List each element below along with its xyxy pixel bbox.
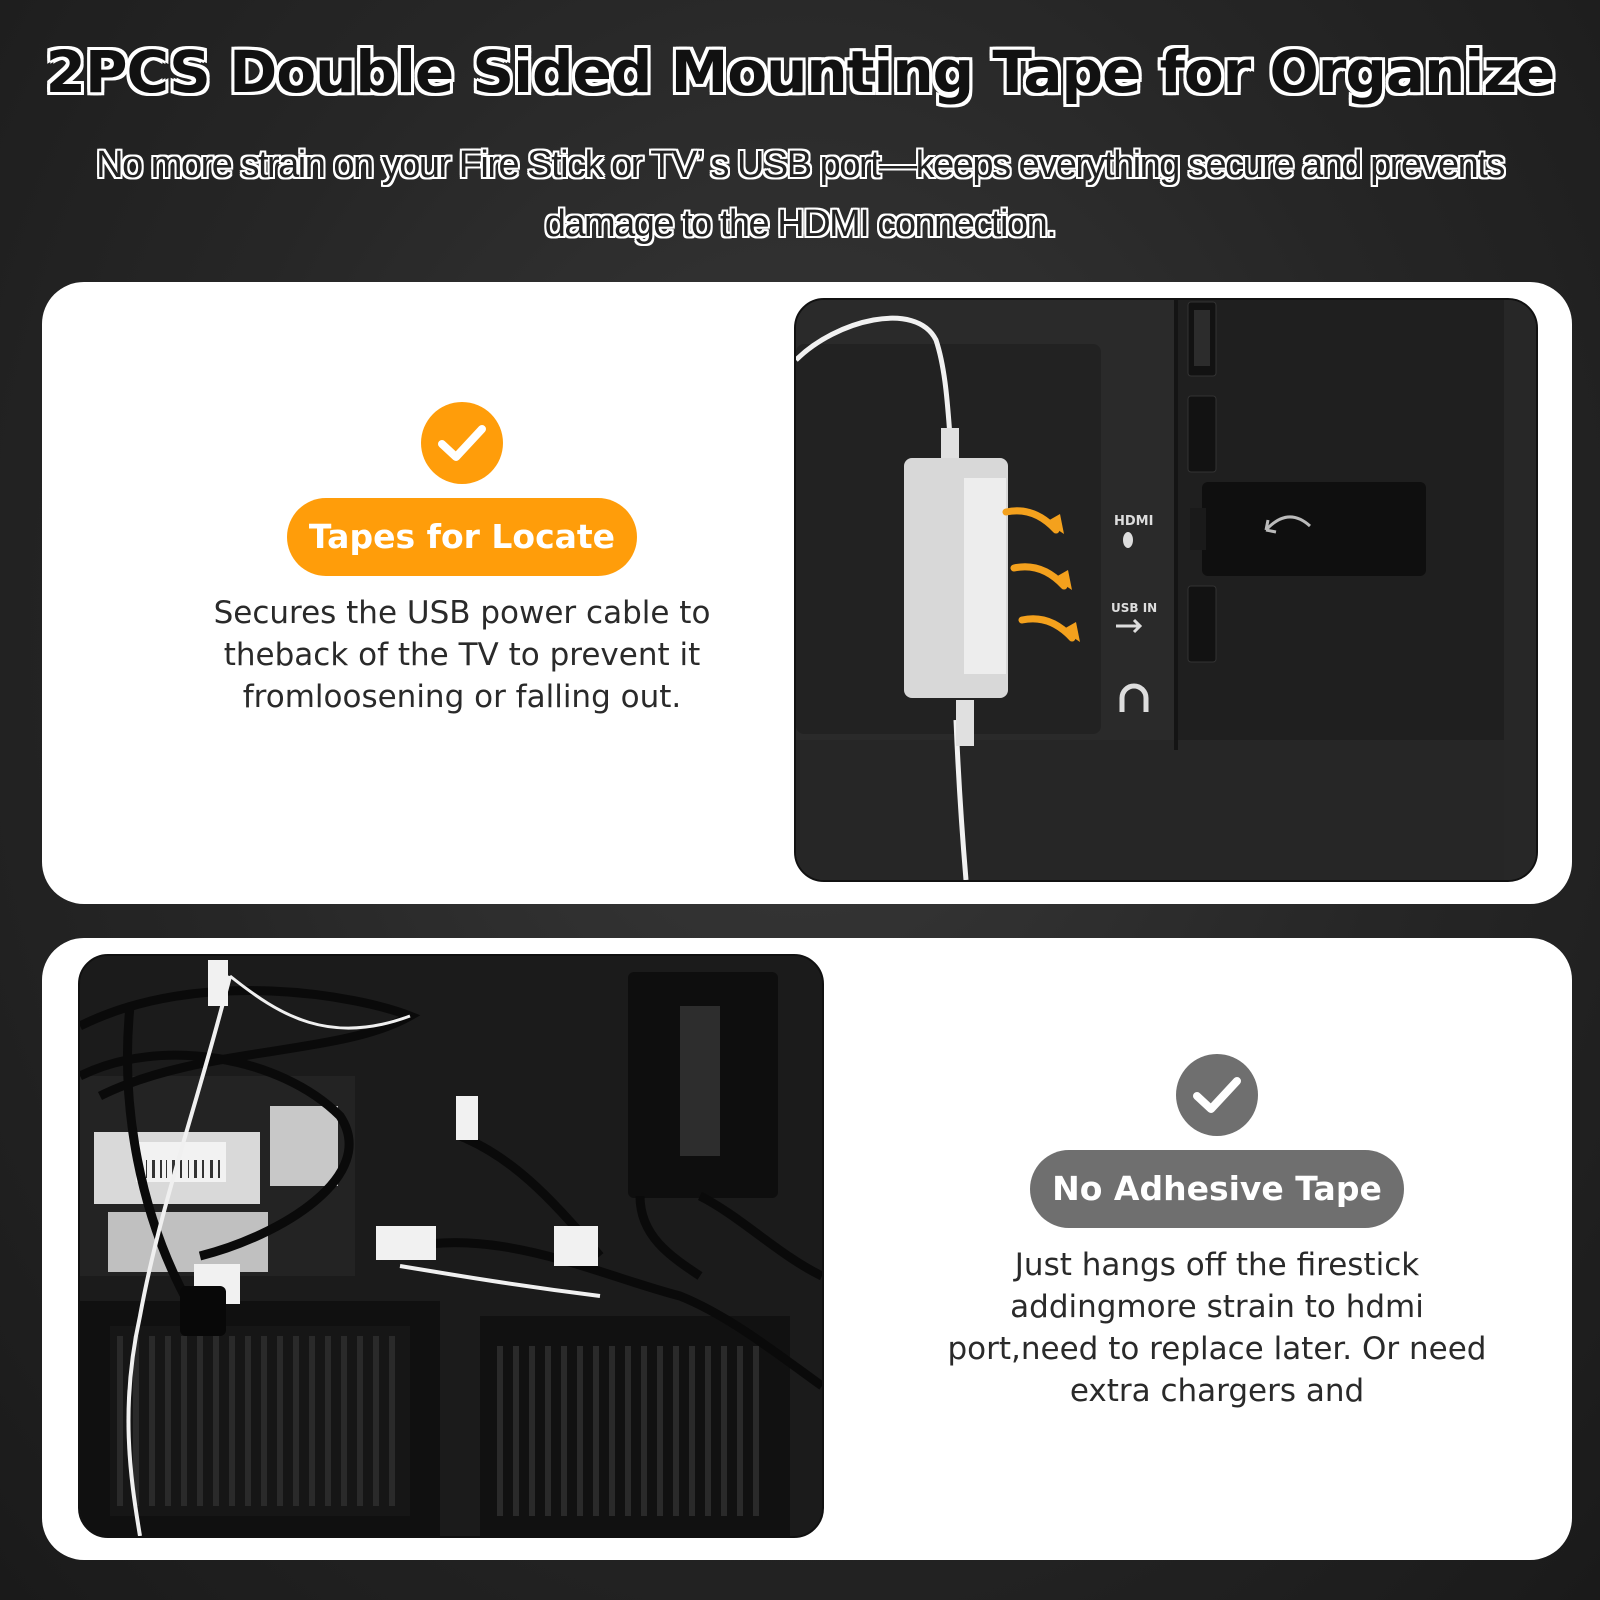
- tape-benefit-card: Tapes for Locate Secures the USB power c…: [42, 282, 1572, 904]
- tape-benefit-info: Tapes for Locate Secures the USB power c…: [172, 402, 752, 718]
- no-tape-info: No Adhesive Tape Just hangs off the fire…: [947, 1054, 1487, 1412]
- no-tape-description: Just hangs off the firestick addingmore …: [947, 1247, 1487, 1409]
- check-circle-icon: [1176, 1054, 1258, 1136]
- page-subtitle: No more strain on your Fire Stick or TV’…: [96, 144, 1505, 245]
- check-circle-icon: [421, 402, 503, 484]
- usb-label: USB IN: [1111, 601, 1157, 615]
- no-tape-badge: No Adhesive Tape: [1030, 1150, 1404, 1228]
- messy-cables-photo: [78, 954, 824, 1538]
- page-title: 2PCS Double Sided Mounting Tape for Orga…: [45, 38, 1556, 106]
- tape-benefit-badge: Tapes for Locate: [286, 498, 638, 576]
- tape-benefit-description: Secures the USB power cable to theback o…: [213, 595, 711, 715]
- no-tape-card: No Adhesive Tape Just hangs off the fire…: [42, 938, 1572, 1560]
- tv-back-photo: HDMI USB IN: [794, 298, 1538, 882]
- hdmi-label: HDMI: [1114, 514, 1153, 529]
